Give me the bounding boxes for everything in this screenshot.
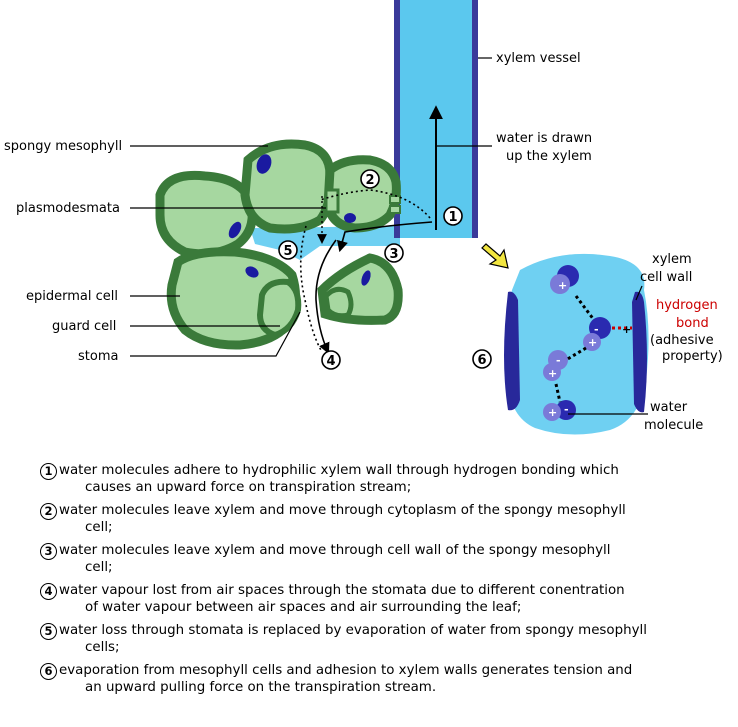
label-xylem-cell-wall-2: cell wall <box>640 270 692 285</box>
label-water-drawn-2: up the xylem <box>506 149 592 164</box>
label-guard-cell: guard cell <box>52 319 116 334</box>
charge-minus: - <box>564 403 569 416</box>
charge-plus: + <box>558 279 567 292</box>
label-adhesive: (adhesive <box>650 333 714 348</box>
pathway-5-evaporation <box>299 225 323 353</box>
transpiration-diagram: 1 2 3 4 5 6 + - + - + - + + <box>4 0 723 435</box>
svg-text:6: 6 <box>477 353 486 368</box>
charge-plus: + <box>588 336 597 349</box>
label-xylem-vessel: xylem vessel <box>496 51 581 66</box>
label-water-molecule-2: molecule <box>644 418 703 433</box>
label-epidermal-cell: epidermal cell <box>26 289 118 304</box>
label-adhesive-2: property) <box>662 349 723 364</box>
label-hydrogen-bond: hydrogen <box>656 298 718 313</box>
epidermal-cells <box>166 247 403 350</box>
label-xylem-cell-wall: xylem <box>652 252 692 267</box>
label-spongy-mesophyll: spongy mesophyll <box>4 139 122 154</box>
label-plasmodesmata: plasmodesmata <box>16 201 120 216</box>
svg-text:2: 2 <box>365 173 374 188</box>
svg-text:4: 4 <box>326 354 335 369</box>
pathway-3-cell-wall <box>337 221 433 253</box>
svg-text:3: 3 <box>389 247 398 262</box>
charge-minus: - <box>594 323 599 336</box>
svg-text:5: 5 <box>283 244 292 259</box>
marker-3: 3 <box>384 243 404 263</box>
marker-6: 6 <box>472 349 492 369</box>
label-water-drawn: water is drawn <box>496 131 592 146</box>
charge-plus: + <box>622 323 631 336</box>
charge-plus: + <box>548 367 557 380</box>
pathway-4-stoma <box>315 239 337 355</box>
label-water-molecule: water <box>650 400 688 415</box>
marker-2: 2 <box>360 169 380 189</box>
marker-5: 5 <box>278 240 298 260</box>
water-molecules: + - + - + - + + <box>543 265 632 421</box>
marker-4: 4 <box>321 350 341 370</box>
marker-1: 1 <box>443 206 463 226</box>
leader-lines <box>130 57 648 415</box>
zoom-view <box>504 253 649 435</box>
zoom-arrow <box>481 243 509 269</box>
charge-plus: + <box>548 406 557 419</box>
charge-minus: - <box>556 354 561 367</box>
label-stoma: stoma <box>78 349 118 364</box>
svg-text:1: 1 <box>448 210 457 225</box>
label-hydrogen-bond-2: bond <box>676 316 709 331</box>
